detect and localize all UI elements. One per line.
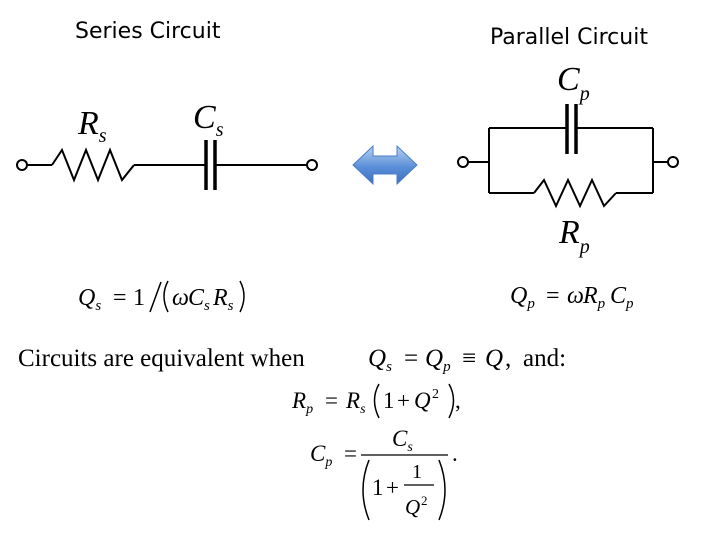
parallel-circuit-heading: Parallel Circuit [490,25,648,50]
svg-text:Q 2: Q 2 [405,493,428,519]
series-capacitor-label: Cs [193,99,224,141]
svg-text:Rp = Rs: Rp = Rs [291,388,366,418]
parallel-capacitor-label: Cp [557,61,590,105]
series-right-terminal [306,159,318,171]
series-q-formula: Qs = 1 ω Cs Rs [78,280,245,316]
svg-text:Qs = Qp ≡: Qs = Qp ≡ Q , and: [368,345,566,377]
series-left-terminal [16,159,28,171]
svg-text:,: , [455,388,461,413]
parallel-resistor-symbol [533,177,617,209]
cp-formula: Cp = Cs 1 + 1 Q 2 . [310,426,458,521]
parallel-resistor-label: Rp [558,214,590,258]
svg-text:Cp =: Cp = [310,441,357,471]
rp-formula: Rp = Rs 1 + Q 2 , [291,383,461,419]
series-circuit-heading: Series Circuit [75,19,221,44]
svg-text:1: 1 [412,461,422,483]
double-arrow-icon [352,144,418,186]
svg-text:Cs: Cs [392,426,413,455]
equivalence-statement: Circuits are equivalent when Qs = Qp ≡ Q… [18,345,566,377]
series-circuit: Rs Cs [16,99,318,190]
svg-text:.: . [452,441,458,466]
svg-text:ω Cs Rs: ω Cs Rs [172,285,234,316]
svg-text:Qp = ω Rp: Qp = ω Rp Cp [510,283,634,314]
series-resistor-label: Rs [77,105,107,147]
series-resistor-symbol [51,147,135,183]
parallel-circuit: Cp Rp [457,61,679,258]
svg-text:Qs = 1: Qs = 1 [78,285,145,316]
parallel-left-terminal [457,156,469,168]
statement-text: Circuits are equivalent when [18,345,305,372]
parallel-q-formula: Qp = ω Rp Cp [510,283,634,314]
parallel-right-terminal [667,156,679,168]
svg-text:1 +: 1 + [372,475,399,500]
svg-text:1 + Q 2: 1 + Q 2 [383,387,439,413]
